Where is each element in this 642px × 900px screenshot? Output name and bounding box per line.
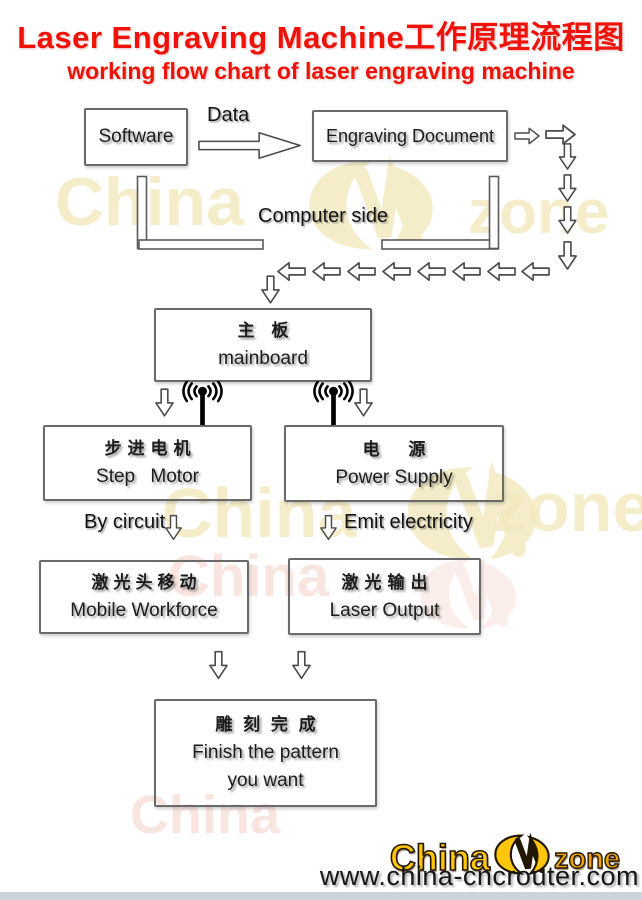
engraving-document-label: Engraving Document	[325, 126, 495, 146]
power-supply-label-en: Power Supply	[335, 466, 453, 488]
emit-electricity-label: Emit electricity	[344, 511, 473, 533]
laser-output-box: 激光输出 Laser Output	[288, 558, 481, 635]
finish-label-en-line2: you want	[227, 770, 304, 791]
mobile-workforce-box: 激光头移动 Mobile Workforce	[39, 560, 249, 634]
mainboard-label-en: mainboard	[218, 348, 308, 369]
mobile-workforce-label-en: Mobile Workforce	[70, 600, 218, 621]
mainboard-box: 主 板 mainboard	[154, 308, 372, 382]
finish-box: 雕 刻 完 成 Finish the pattern you want	[154, 699, 377, 807]
page-subtitle: working flow chart of laser engraving ma…	[67, 58, 575, 84]
step-motor-label-cn: 步进电机	[104, 439, 197, 458]
left-arrow-icon	[452, 261, 481, 282]
down-arrow-icon	[557, 206, 578, 234]
left-arrow-icon	[347, 261, 376, 282]
software-box: Software	[84, 108, 188, 166]
down-arrow-icon	[557, 143, 578, 170]
by-circuit-label: By circuit	[84, 511, 166, 533]
brand-logo: China zone	[389, 833, 621, 878]
finish-label-cn: 雕 刻 完 成	[215, 715, 319, 734]
watermark-china-mid: China	[162, 474, 357, 552]
watermark-china-top: China	[55, 164, 244, 240]
finish-label-en-line1: Finish the pattern	[192, 742, 339, 763]
step-motor-box: 步进电机 Step Motor	[43, 425, 252, 501]
laser-output-label-cn: 激光输出	[341, 572, 434, 592]
antenna-icon	[311, 381, 356, 427]
watermark-zone-mid: zone	[492, 468, 642, 546]
left-arrow-icon	[417, 261, 446, 282]
left-arrow-icon	[277, 261, 306, 282]
down-arrow-icon	[320, 511, 337, 544]
left-arrow-icon	[521, 261, 550, 282]
left-arrow-icon	[382, 261, 411, 282]
computer-side-label: Computer side	[258, 205, 389, 227]
down-arrow-icon	[354, 387, 373, 418]
down-arrow-icon	[155, 387, 174, 418]
engraving-document-box: Engraving Document	[312, 110, 508, 162]
page-title: Laser Engraving Machine工作原理流程图	[17, 20, 625, 55]
logo-zone-text: zone	[553, 843, 620, 875]
step-motor-label-en: Step Motor	[96, 466, 199, 487]
logo-china-text: China	[389, 837, 491, 878]
down-arrow-icon	[557, 241, 578, 270]
computer-side-bracket-right	[381, 175, 500, 250]
down-arrow-icon	[292, 650, 311, 680]
data-flow-label: Data	[207, 104, 250, 126]
computer-side-bracket-left	[136, 175, 264, 250]
power-supply-box: 电 源 Power Supply	[284, 425, 504, 502]
site-url: www.china-cncrouter.com	[319, 861, 639, 891]
left-arrow-icon	[312, 261, 341, 282]
software-label: Software	[98, 126, 174, 147]
right-arrow-icon	[514, 127, 540, 145]
power-supply-label-cn: 电 源	[362, 439, 438, 459]
mobile-workforce-label-cn: 激光头移动	[91, 573, 202, 592]
down-arrow-icon	[557, 174, 578, 202]
data-arrow-icon	[194, 130, 306, 161]
left-arrow-icon	[487, 261, 516, 282]
laser-output-label-en: Laser Output	[329, 599, 440, 621]
mainboard-label-cn: 主 板	[237, 321, 295, 340]
down-arrow-icon	[165, 511, 182, 544]
down-arrow-icon	[209, 650, 228, 680]
antenna-icon	[180, 381, 225, 427]
bottom-edge-strip	[0, 892, 642, 900]
down-arrow-icon	[261, 275, 280, 304]
